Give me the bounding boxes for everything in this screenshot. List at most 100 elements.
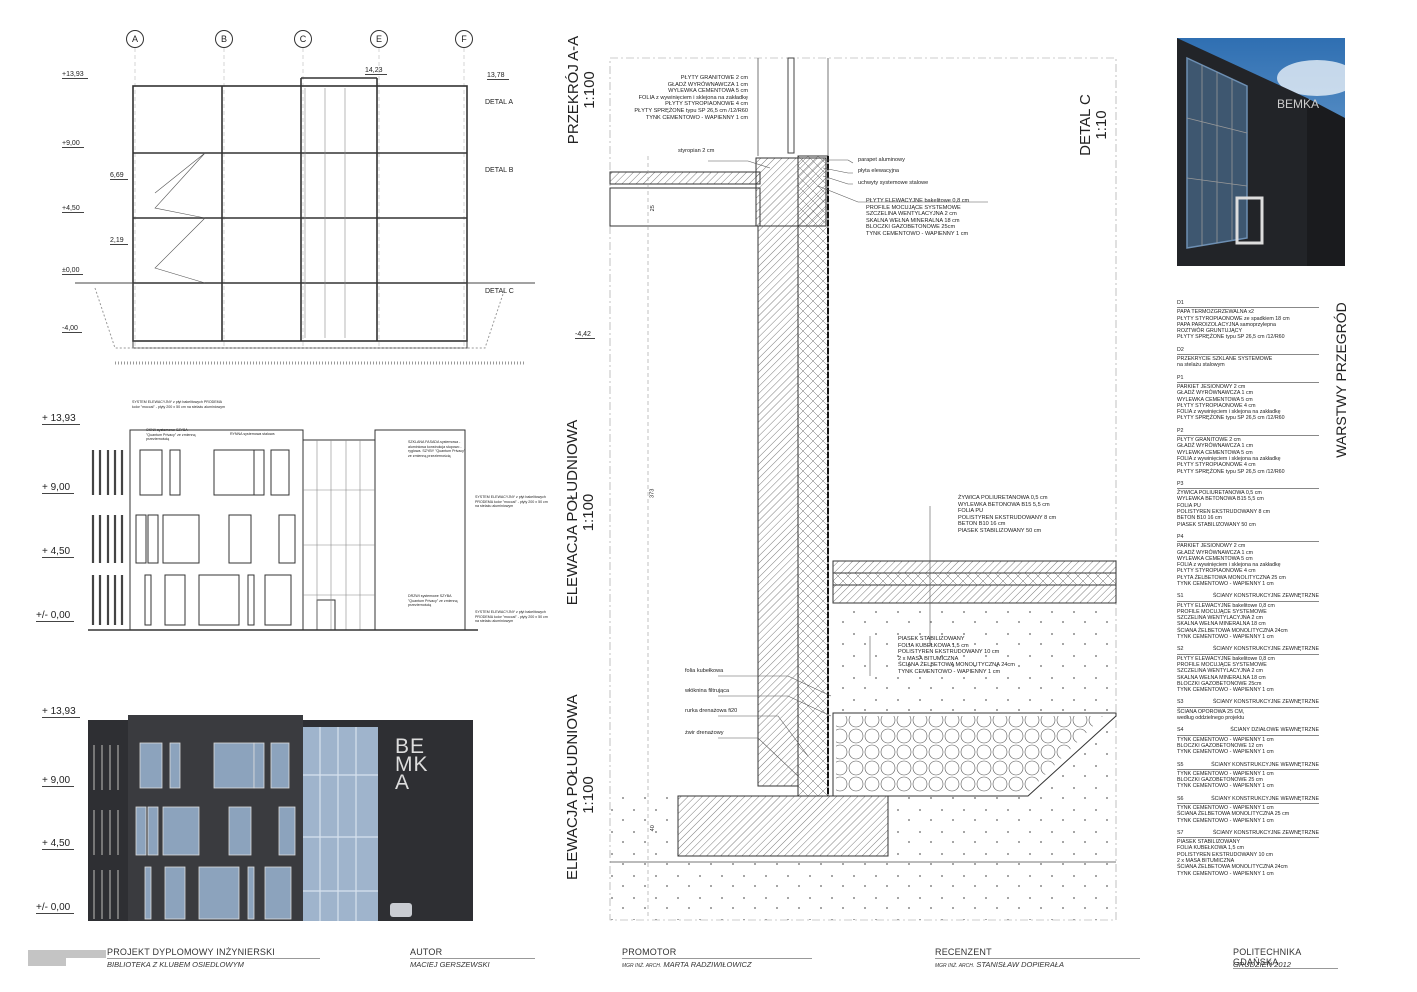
layer-item: ŻYWICA POLIURETANOWA 0,5 cm	[1177, 490, 1262, 497]
layer-item: PAPA PAROIZOLACYJNA samoprzylepna	[1177, 321, 1276, 328]
layer-item: ŚCIANA ŻELBETOWA MONOLITYCZNA 24cm	[1177, 627, 1288, 634]
layer-group-s7: S7 ŚCIANY KONSTRUKCYJNE ZEWNĘTRZNE PIASEK …	[1177, 830, 1319, 877]
reviewer-name: MGR INŻ. ARCH. STANISŁAW DOPIERAŁA	[935, 960, 1065, 969]
layer-item: SZCZELINA WENTYLACYJNA 2 cm	[1177, 615, 1263, 622]
layer-group-s6: S6 ŚCIANY KONSTRUKCYJNE WEWNĘTRZNE TYNK CE…	[1177, 796, 1319, 824]
layer-item: FOLIA z wywinięciem i sklejona na zakład…	[1177, 562, 1281, 569]
layer-code: S6	[1177, 795, 1184, 802]
layer-code: P2	[1177, 427, 1184, 434]
layer-item: PŁYTY STYROPIAONOWE 4 cm	[1177, 462, 1256, 469]
detail-c-label: DETAL C	[485, 288, 514, 295]
layer-item: FOLIA PU	[1177, 502, 1201, 509]
grid-axis-c: C	[294, 30, 312, 48]
layer-item: TYNK CEMENTOWO - WAPIENNY 1 cm	[1177, 770, 1274, 777]
layer-code: S7	[1177, 829, 1184, 836]
layer-item: TYNK CEMENTOWO - WAPIENNY 1 cm	[1177, 783, 1274, 790]
layer-item: PŁYTY ELEWACYJNE bakelitowe 0,8 cm	[1177, 655, 1275, 662]
layer-name: ŚCIANY KONSTRUKCYJNE ZEWNĘTRZNE	[1212, 699, 1319, 706]
detail-b-label: DETAL B	[485, 167, 514, 174]
detail-note-styropian: styropian 2 cm	[678, 148, 715, 154]
layer-code: D1	[1177, 300, 1184, 306]
layer-item: PŁYTA ŻELBETOWA MONOLITYCZNA 25 cm	[1177, 574, 1286, 581]
detail-note-folia: folia kubełkowa	[685, 668, 724, 674]
detail-note-parapet: parapet aluminowy	[858, 157, 905, 163]
reviewer-label: RECENZENT	[935, 947, 1140, 959]
layer-code: D2	[1177, 346, 1184, 353]
detail-note-wloknina: włóknina filtrująca	[685, 688, 730, 694]
layer-item: GŁADŹ WYRÓWNAWCZA 1 cm	[1177, 390, 1254, 397]
layer-item: PIASEK STABILIZOWANY 50 cm	[1177, 521, 1256, 528]
level-2-19: 2,19	[110, 237, 128, 245]
level-13-78: 13,78	[487, 72, 508, 80]
school-label: POLITECHNIKA GDAŃSKA	[1233, 947, 1338, 969]
layer-item: FOLIA z wywinięciem i sklejona na zakład…	[1177, 409, 1281, 416]
elev-level-0-00: +/- 0,00	[36, 610, 75, 622]
layer-item: TYNK CEMENTOWO - WAPIENNY 1 cm	[1177, 634, 1274, 641]
elev-level-9-00: + 9,00	[42, 482, 75, 494]
layer-group-header: P2	[1177, 427, 1319, 437]
author-label: AUTOR	[410, 947, 535, 959]
layer-code: P3	[1177, 480, 1184, 487]
layer-item: WYLEWKA CEMENTOWA 5 cm	[1177, 555, 1253, 562]
layer-item: PROFILE MOCUJĄCE SYSTEMOWE	[1177, 661, 1267, 668]
layer-group-s5: S5 ŚCIANY KONSTRUKCYJNE WEWNĘTRZNE TYNK CE…	[1177, 762, 1319, 790]
render-level-13-93: + 13,93	[42, 706, 80, 718]
layer-item: PROFILE MOCUJĄCE SYSTEMOWE	[1177, 608, 1267, 615]
layer-name: ŚCIANY KONSTRUKCYJNE ZEWNĘTRZNE	[1212, 646, 1319, 653]
render-level-0-00: +/- 0,00	[36, 902, 75, 914]
layer-name: ŚCIANY KONSTRUKCYJNE WEWNĘTRZNE	[1211, 761, 1319, 768]
layer-item: TYNK CEMENTOWO - WAPIENNY 1 cm	[1177, 817, 1274, 824]
elev-note-cladding-3: SYSTEM ELEWACYJNY z płyt bakelitowych PR…	[475, 610, 548, 623]
layer-group-header: P3	[1177, 480, 1319, 490]
layer-item: ŚCIANA OPOROWA 25 CM,	[1177, 708, 1245, 715]
level-14-23: 14,23	[365, 67, 386, 75]
render-logo: BEMKA	[395, 735, 429, 794]
render-facade	[88, 715, 473, 921]
layers-title: WARSTWY PRZEGRÓD	[1333, 302, 1349, 458]
layer-item: SKALNA WEŁNA MINERALNA 18 cm	[1177, 674, 1266, 681]
layer-item: PARKIET JESIONOWY 2 cm	[1177, 383, 1246, 390]
elev-note-windows: OKNA systemowe SZYBA "Quantum Privacy" z…	[146, 428, 196, 441]
layer-group-header: S5 ŚCIANY KONSTRUKCYJNE WEWNĘTRZNE	[1177, 762, 1319, 770]
detail-note-rurka: rurka drenażowa fi20	[685, 708, 738, 714]
layer-item: PIASEK STABILIZOWANY	[1177, 839, 1240, 846]
layer-item: TYNK CEMENTOWO - WAPIENNY 1 cm	[1177, 687, 1274, 694]
photo-logo: BEMKA	[1277, 97, 1319, 111]
layer-item: PARKIET JESIONOWY 2 cm	[1177, 543, 1246, 550]
layer-code: S1	[1177, 593, 1184, 600]
promotor-label: PROMOTOR	[622, 947, 812, 959]
layer-item: WYLEWKA CEMENTOWA 5 cm	[1177, 396, 1253, 403]
layer-item: PŁYTY GRANITOWE 2 cm	[1177, 437, 1241, 444]
layer-item: ŚCIANA ŻELBETOWA MONOLITYCZNA 25 cm	[1177, 811, 1290, 818]
layer-item: TYNK CEMENTOWO - WAPIENNY 1 cm	[1177, 736, 1274, 743]
project-subtitle: BIBLIOTEKA Z KLUBEM OSIEDLOWYM	[107, 960, 244, 969]
grid-axis-f: F	[455, 30, 473, 48]
dim-40: 40	[649, 825, 656, 832]
detail-note-uchwyty: uchwyty systemowe stalowe	[858, 180, 929, 186]
elev-level-13-93: + 13,93	[42, 413, 80, 425]
elevation-lines	[88, 429, 478, 631]
detail-note-zwir: żwir drenażowy	[685, 730, 724, 736]
layer-name: ŚCIANY KONSTRUKCYJNE ZEWNĘTRZNE	[1212, 593, 1319, 600]
layer-name: ŚCIANY KONSTRUKCYJNE ZEWNĘTRZNE	[1212, 829, 1319, 836]
layer-item: BLOCZKI GAZOBETONOWE 25cm	[1177, 680, 1262, 687]
layer-item: GŁADŹ WYRÓWNAWCZA 1 cm	[1177, 443, 1254, 450]
section-lines	[75, 48, 535, 365]
layer-item: ROZTWÓR GRUNTUJĄCY	[1177, 328, 1243, 335]
layer-group-header: D1	[1177, 300, 1319, 309]
layer-name: ŚCIANY KONSTRUKCYJNE WEWNĘTRZNE	[1211, 795, 1319, 802]
layer-code: S5	[1177, 761, 1184, 768]
